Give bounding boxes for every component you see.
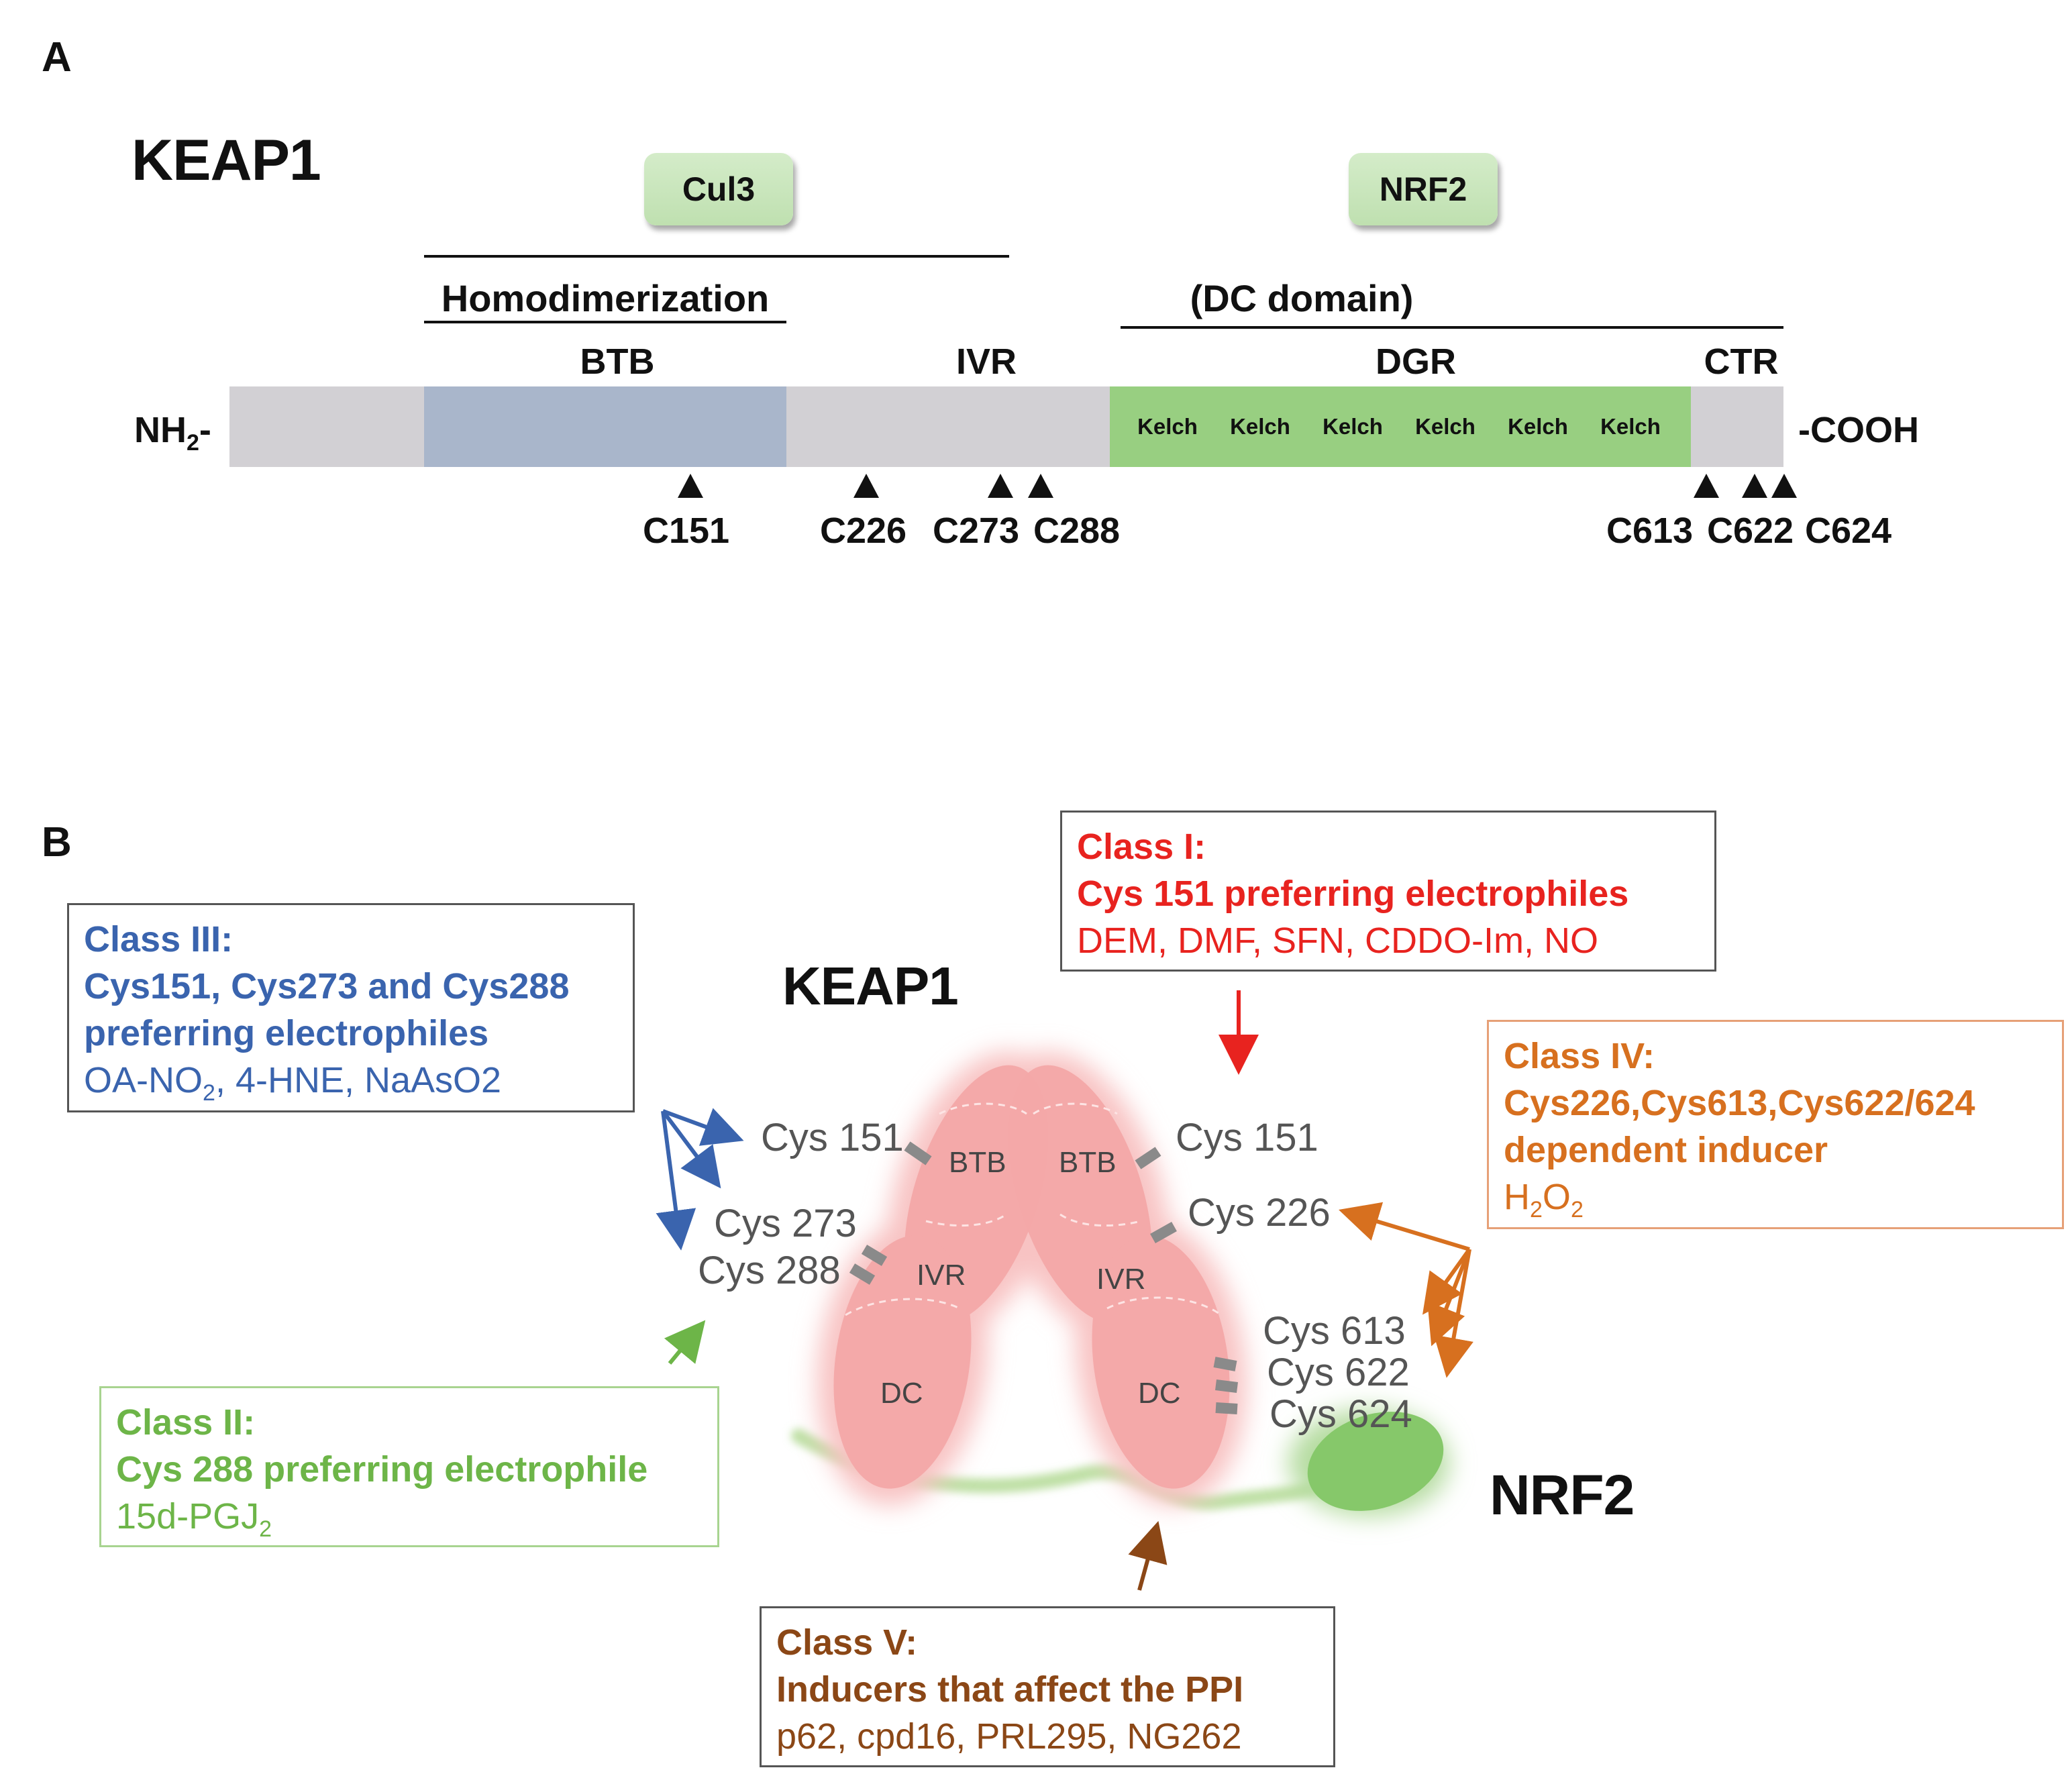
class5-title: Class V:	[776, 1622, 918, 1663]
left-cys288-label: Cys 288	[698, 1249, 841, 1292]
c622-marker	[1742, 474, 1767, 498]
ivr-segment	[786, 386, 1110, 467]
right-cys622-label: Cys 622	[1267, 1351, 1410, 1394]
c613-marker	[1694, 474, 1719, 498]
class4-ex-o: O	[1542, 1177, 1571, 1217]
kelch-repeat: Kelch	[1600, 414, 1661, 439]
class3-subtitle-2: preferring electrophiles	[84, 1013, 489, 1053]
class4-arrows	[1339, 1202, 1473, 1378]
btb-right-label: BTB	[1059, 1146, 1117, 1179]
dc-right-label: DC	[1138, 1377, 1181, 1410]
kelch-repeat: Kelch	[1323, 414, 1383, 439]
kelch-repeat: Kelch	[1137, 414, 1198, 439]
class4-examples: H2O2	[1504, 1173, 2047, 1233]
keap1-title-b: KEAP1	[782, 956, 959, 1016]
dgr-segment	[1110, 386, 1691, 467]
cul3-binding-line	[424, 255, 1009, 258]
class4-ex-h: H	[1504, 1177, 1530, 1217]
left-cys273-label: Cys 273	[714, 1202, 857, 1245]
class3-ex-a: OA-NO	[84, 1060, 203, 1100]
c226-marker	[853, 474, 879, 498]
class5-arrow	[1128, 1520, 1168, 1591]
c624-marker	[1771, 474, 1797, 498]
ivr-domain-label: IVR	[955, 342, 1017, 382]
cul3-badge: Cul3	[644, 153, 793, 225]
class5-examples: p62, cpd16, PRL295, NG262	[776, 1716, 1242, 1757]
btb-left-label: BTB	[949, 1146, 1006, 1179]
domain-boundaries	[845, 1102, 1222, 1316]
btb-domain-label: BTB	[580, 342, 655, 382]
class1-subtitle: Cys 151 preferring electrophiles	[1077, 874, 1629, 914]
dc-left-label: DC	[880, 1377, 923, 1410]
class1-examples: DEM, DMF, SFN, CDDO-Im, NO	[1077, 921, 1598, 961]
class3-box: Class III: Cys151, Cys273 and Cys288 pre…	[67, 903, 635, 1112]
class4-ex-sub2: 2	[1570, 1196, 1584, 1222]
ctr-domain-label: CTR	[1704, 342, 1779, 382]
right-cys624-label: Cys 624	[1270, 1392, 1412, 1436]
class2-subtitle: Cys 288 preferring electrophile	[116, 1449, 648, 1490]
homodimerization-underline	[424, 321, 786, 323]
n-terminus-dash: -	[199, 410, 211, 450]
c273-label: C273	[933, 511, 1020, 551]
class1-box: Class I: Cys 151 preferring electrophile…	[1060, 811, 1716, 972]
c226-label: C226	[820, 511, 907, 551]
ctr-segment	[1691, 386, 1783, 467]
dgr-domain-label: DGR	[1376, 342, 1456, 382]
class3-arrows	[656, 1108, 744, 1251]
c151-label: C151	[643, 511, 730, 551]
class3-ex-b: , 4-HNE, NaAsO2	[215, 1060, 502, 1100]
class3-title: Class III:	[84, 919, 234, 959]
btb-segment	[424, 386, 786, 467]
left-cys151-label: Cys 151	[761, 1116, 904, 1159]
c288-label: C288	[1033, 511, 1121, 551]
class3-subtitle-1: Cys151, Cys273 and Cys288	[84, 966, 570, 1006]
class3-examples: OA-NO2, 4-HNE, NaAsO2	[84, 1057, 618, 1116]
class1-title: Class I:	[1077, 827, 1206, 867]
class2-ex-subscript: 2	[259, 1516, 272, 1542]
n-terminus-label: NH2-	[134, 409, 211, 456]
ivr-left-label: IVR	[917, 1259, 966, 1292]
nrf2-title-b: NRF2	[1490, 1463, 1635, 1526]
keap1-monomer-right	[1008, 1065, 1230, 1489]
class2-box: Class II: Cys 288 preferring electrophil…	[99, 1386, 719, 1547]
c613-label: C613	[1606, 511, 1694, 551]
class4-subtitle-1: Cys226,Cys613,Cys622/624	[1504, 1083, 1975, 1123]
n-terminal-segment	[229, 386, 424, 467]
panel-letter-b: B	[42, 819, 72, 866]
class4-box: Class IV: Cys226,Cys613,Cys622/624 depen…	[1487, 1020, 2064, 1229]
dc-domain-label: (DC domain)	[1190, 277, 1414, 319]
n-terminus-subscript: 2	[187, 429, 199, 456]
c622-label: C622	[1707, 511, 1794, 551]
right-cys151-label: Cys 151	[1176, 1116, 1318, 1159]
c273-marker	[988, 474, 1013, 498]
c288-marker	[1028, 474, 1053, 498]
class2-arrow	[664, 1320, 706, 1365]
ivr-right-label: IVR	[1096, 1263, 1146, 1296]
class5-subtitle: Inducers that affect the PPI	[776, 1669, 1244, 1710]
right-cys226-label: Cys 226	[1188, 1191, 1331, 1235]
kelch-repeat: Kelch	[1508, 414, 1568, 439]
nrf2-binding-line	[1121, 326, 1783, 329]
panel-letter-a: A	[42, 34, 72, 81]
kelch-repeat: Kelch	[1230, 414, 1290, 439]
class4-subtitle-2: dependent inducer	[1504, 1130, 1828, 1170]
class5-box: Class V: Inducers that affect the PPI p6…	[760, 1606, 1335, 1767]
keap1-title-a: KEAP1	[132, 128, 321, 193]
nrf2-badge: NRF2	[1349, 153, 1498, 225]
class2-examples: 15d-PGJ2	[116, 1493, 703, 1553]
kelch-repeat: Kelch	[1415, 414, 1475, 439]
class2-title: Class II:	[116, 1402, 256, 1443]
n-terminus-text: NH	[134, 410, 187, 450]
c-terminus-label: -COOH	[1798, 410, 1919, 450]
class4-title: Class IV:	[1504, 1036, 1655, 1076]
homodimerization-label: Homodimerization	[441, 277, 770, 319]
cysteine-site-ticks	[849, 1141, 1238, 1414]
right-cys613-label: Cys 613	[1263, 1309, 1406, 1353]
class4-ex-sub1: 2	[1530, 1196, 1543, 1222]
c151-marker	[678, 474, 703, 498]
class3-ex-subscript: 2	[203, 1080, 215, 1106]
class2-ex-a: 15d-PGJ	[116, 1496, 260, 1536]
c624-label: C624	[1805, 511, 1892, 551]
